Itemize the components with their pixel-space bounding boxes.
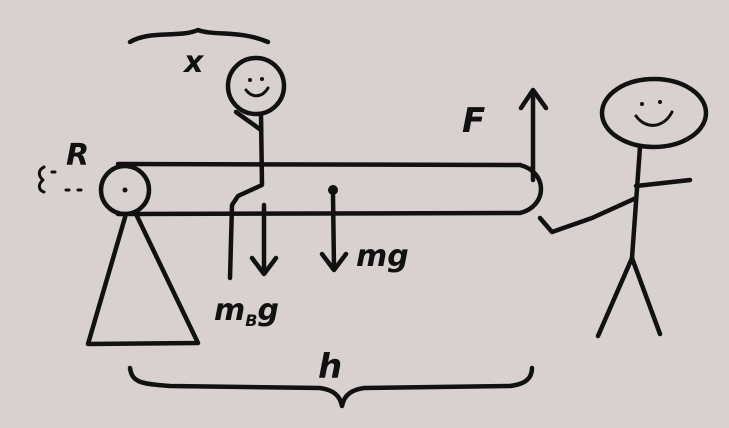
sitting-person-head (225, 55, 287, 117)
standing-person-smile (634, 110, 674, 127)
plank-weight-force: mg (319, 185, 409, 274)
distance-x-annotation: x (127, 27, 271, 80)
person-weight-force: mBg (214, 202, 279, 330)
triangle-support (85, 211, 201, 347)
x-label: x (182, 45, 205, 80)
standing-person-torso (629, 144, 643, 261)
sitting-person-arm (233, 109, 264, 133)
sitting-person-body-leg (227, 111, 265, 281)
pivot-wheel (98, 163, 152, 217)
radius-dashes (50, 170, 86, 192)
h-brace (127, 365, 535, 409)
standing-person-leg-left (595, 255, 635, 339)
radius-label: R (66, 138, 89, 173)
standing-person-arm-left (537, 195, 639, 235)
length-h-annotation: h (127, 347, 535, 409)
standing-person-leg-right (629, 255, 663, 337)
person-weight-label: mBg (214, 293, 279, 330)
sitting-person-eye-left (248, 78, 252, 82)
plank-weight-arrow-shaft (330, 192, 337, 271)
sitting-person-eye-right (260, 77, 264, 81)
h-label: h (318, 347, 342, 387)
plank-weight-arrow-head (319, 251, 349, 273)
plank (115, 161, 544, 217)
standing-person-eye-right (658, 100, 662, 104)
radius-brace (37, 165, 46, 194)
force-arrow-head (518, 87, 549, 111)
sitting-person-smile (244, 86, 270, 98)
plank-end-cap (517, 162, 544, 216)
standing-person-eye-left (640, 102, 644, 106)
standing-person (537, 76, 709, 339)
person-weight-arrow-head (249, 255, 279, 277)
plank-bottom-edge (115, 210, 523, 217)
force-label: F (462, 101, 485, 141)
x-brace (127, 27, 271, 45)
center-of-mass-dot (328, 185, 338, 195)
plank-top-edge (115, 161, 523, 168)
standing-person-head (599, 76, 709, 150)
wheel-axle (122, 187, 128, 193)
plank-weight-label: mg (356, 239, 409, 274)
sitting-person (225, 55, 287, 281)
radius-annotation: R (37, 138, 89, 194)
applied-force: F (462, 87, 549, 183)
standing-person-arm-right (633, 177, 693, 189)
